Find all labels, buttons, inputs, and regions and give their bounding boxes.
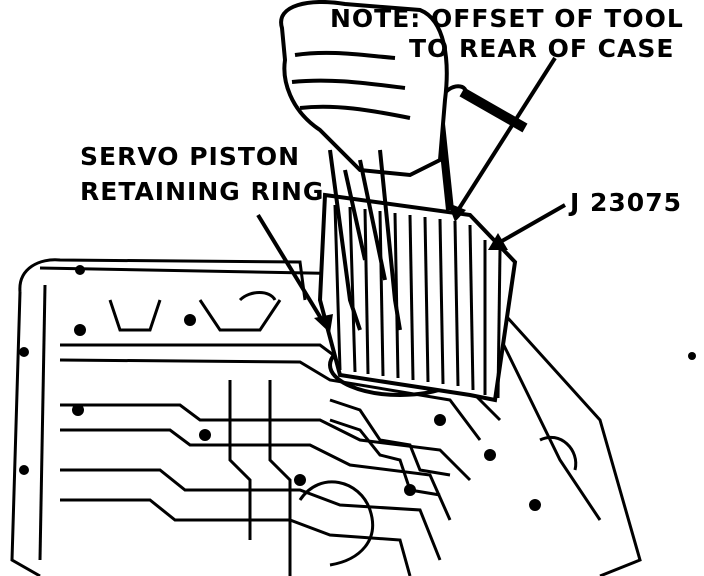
hand-with-pliers bbox=[279, 0, 449, 331]
tool-number-label: J 23075 bbox=[570, 188, 682, 217]
servo-piston-label-line-2: RETAINING RING bbox=[80, 177, 325, 206]
bolt-holes bbox=[19, 265, 696, 511]
note-label-line-2: TO REAR OF CASE bbox=[409, 34, 675, 63]
compressor-tool bbox=[317, 84, 528, 403]
servo-piston-label-line-1: SERVO PISTON bbox=[80, 142, 301, 171]
valve-body-channels bbox=[59, 291, 502, 576]
note-label-line-1: NOTE: OFFSET OF TOOL bbox=[330, 4, 684, 33]
leader-lines bbox=[256, 56, 566, 327]
arrowheads bbox=[314, 203, 508, 333]
